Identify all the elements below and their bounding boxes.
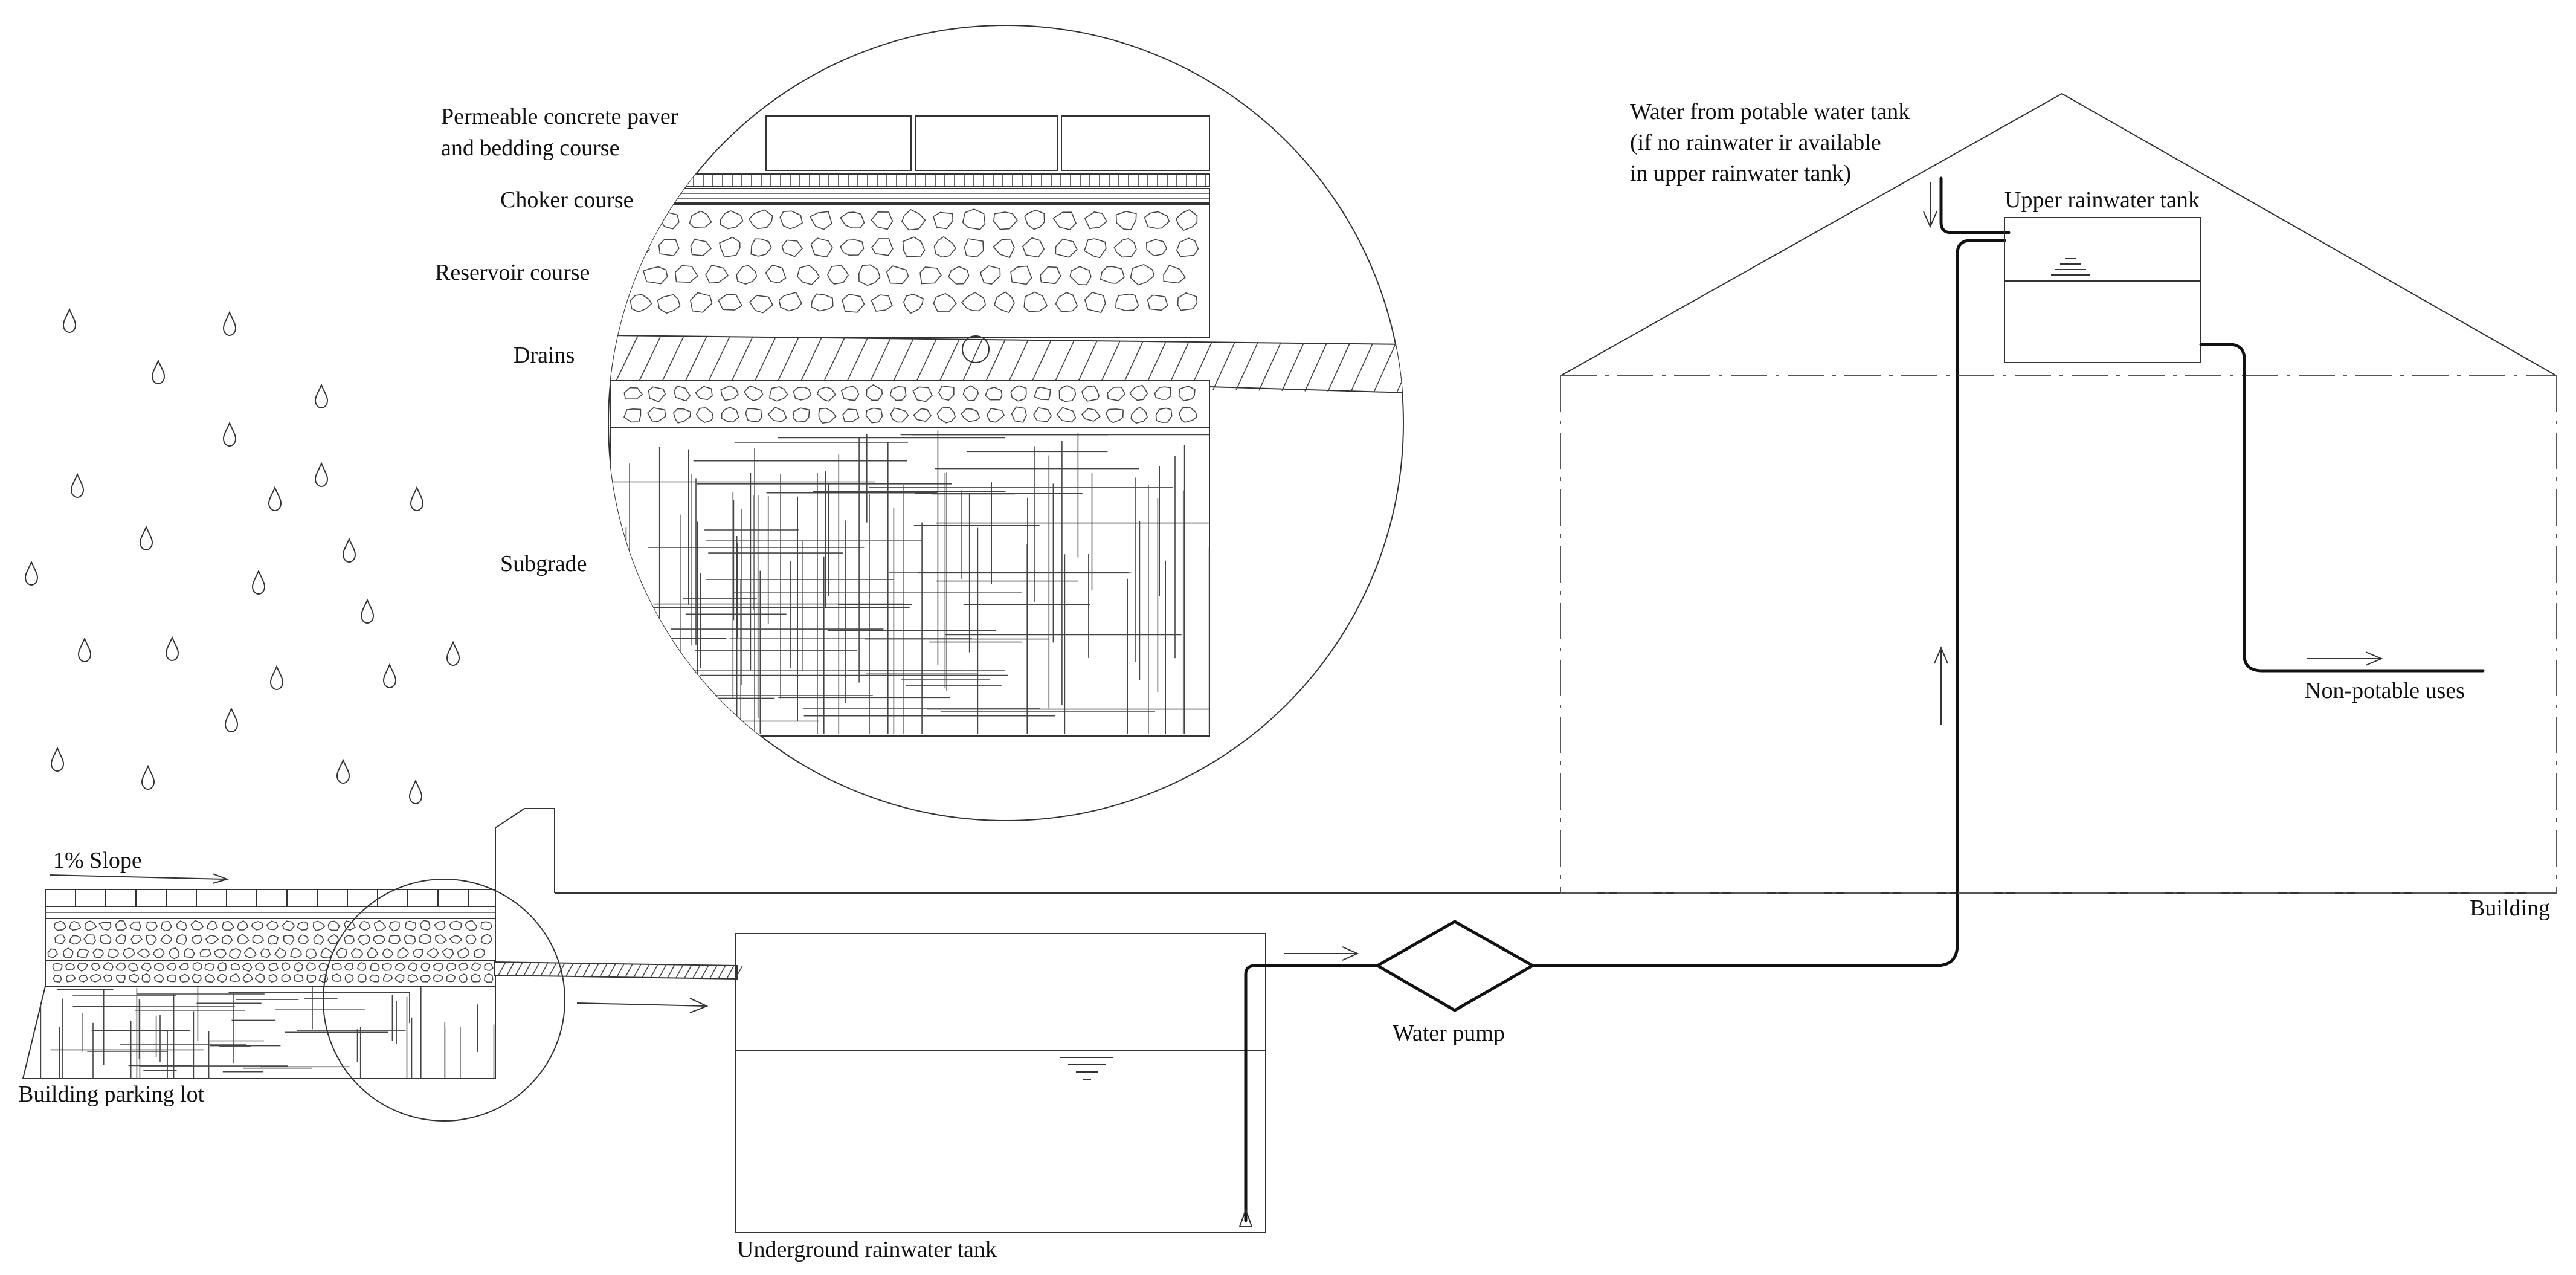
raindrop-icon [336, 760, 350, 784]
raindrop-icon [315, 463, 328, 487]
detail-callout-circle [323, 879, 565, 1122]
raindrop-icon [63, 309, 76, 333]
raindrop-icon [270, 666, 283, 690]
label-potable-line3: in upper rainwater tank) [1630, 161, 1851, 186]
label-pump: Water pump [1393, 1021, 1505, 1046]
label-building: Building [2470, 896, 2550, 921]
pump-diamond-icon [1374, 920, 1536, 1012]
raindrop-icon [71, 474, 84, 498]
raindrop-icon [383, 664, 396, 688]
permeable-paver-blocks [765, 115, 1210, 171]
label-paver: Permeable concrete paver [441, 104, 678, 129]
rain-drops [25, 309, 460, 804]
label-drains: Drains [514, 343, 575, 368]
reservoir-course [610, 204, 1210, 338]
upper-water-level-icon [2051, 258, 2090, 276]
raindrop-icon [268, 487, 282, 511]
raindrop-icon [223, 312, 236, 336]
flow-arrow-icon-2 [1284, 946, 1359, 961]
raindrop-icon [223, 422, 236, 447]
foot-valve-icon [1238, 1208, 1253, 1227]
raindrop-icon [361, 599, 374, 624]
raindrop-icon [409, 780, 422, 804]
raindrop-icon [25, 561, 38, 586]
parking-lot-section [22, 808, 2555, 1079]
label-underground-tank: Underground rainwater tank [737, 1237, 997, 1262]
label-paver-line2: and bedding course [441, 135, 619, 161]
slope-arrow-icon [49, 873, 230, 884]
raindrop-icon [410, 487, 423, 511]
potable-down-arrow-icon [1923, 182, 1937, 228]
label-subgrade: Subgrade [500, 551, 587, 576]
potable-pipe [1939, 176, 2011, 234]
label-upper-tank: Upper rainwater tank [2004, 187, 2200, 213]
label-parking-lot: Building parking lot [18, 1082, 205, 1107]
water-level-icon [1060, 1057, 1113, 1080]
label-choker: Choker course [500, 187, 634, 213]
underground-rainwater-tank [735, 933, 1379, 1233]
raindrop-icon [446, 642, 460, 666]
riser-pipe [1531, 239, 2006, 967]
upper-rainwater-tank [2004, 217, 2201, 363]
raindrop-icon [140, 526, 153, 550]
raindrop-icon [166, 637, 179, 661]
flow-arrow-icon [576, 998, 709, 1013]
lower-aggregate-layer [610, 380, 1210, 428]
riser-up-arrow-icon [1934, 646, 1948, 725]
raindrop-icon [225, 708, 238, 732]
label-potable-line1: Water from potable water tank [1630, 99, 1910, 124]
choker-course [610, 188, 1210, 204]
subgrade-layer [610, 427, 1210, 737]
pavement-section-detail [608, 25, 1404, 821]
building-outline [1560, 92, 2557, 894]
raindrop-icon [315, 384, 328, 408]
raindrop-icon [141, 766, 155, 790]
raindrop-icon [51, 747, 64, 772]
bedding-course [610, 173, 1210, 187]
label-potable-line2: (if no rainwater ir available [1630, 130, 1881, 155]
label-non-potable: Non-potable uses [2305, 678, 2465, 703]
raindrop-icon [152, 360, 165, 384]
label-slope: 1% Slope [53, 848, 142, 873]
label-reservoir: Reservoir course [435, 260, 590, 285]
outlet-arrow-icon [2307, 651, 2383, 666]
raindrop-icon [252, 570, 265, 595]
raindrop-icon [78, 638, 91, 662]
raindrop-icon [343, 538, 356, 563]
outlet-pipe [2199, 343, 2485, 673]
